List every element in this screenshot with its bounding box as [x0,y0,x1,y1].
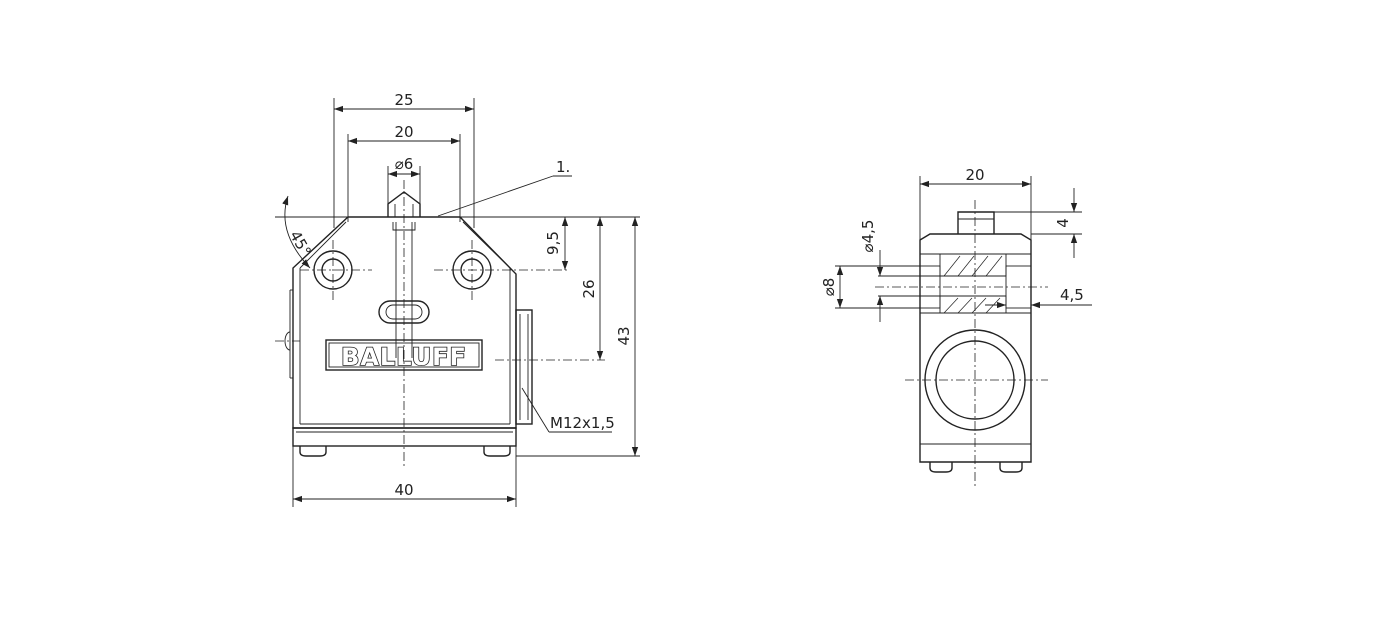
thread-label: M12x1,5 [550,414,615,432]
dim-total-height: 43 [615,326,633,345]
front-view: BALLUFF 25 20 ⌀6 1. 45° [275,91,640,507]
side-plunger [957,211,995,234]
plunger-guide [395,222,413,358]
base-plate [292,427,517,447]
dim-plunger-diameter: ⌀6 [395,155,414,173]
foot-left [299,446,327,457]
m12-gland [515,309,533,425]
foot-right [483,446,511,457]
side-view: 20 4 ⌀4,5 ⌀8 4,5 [820,166,1092,488]
dim-hole-spacing: 20 [394,123,413,141]
dim-counterbore-diameter: ⌀8 [820,278,838,297]
brand-logo: BALLUFF [341,343,467,371]
dim-side-width: 20 [965,166,984,184]
dim-angle: 45° [286,227,315,259]
callout-label: 1. [556,158,570,176]
dim-hole-height: 9,5 [544,231,562,255]
dim-width-top: 25 [394,91,413,109]
section-hatch [939,253,1007,314]
dim-counterbore-depth: 4,5 [1060,286,1084,304]
dim-hole-diameter: ⌀4,5 [859,220,877,253]
dim-thread-height: 26 [580,279,598,298]
dim-plunger-travel: 4 [1054,218,1072,228]
dim-body-width: 40 [394,481,413,499]
side-boss [284,331,291,351]
